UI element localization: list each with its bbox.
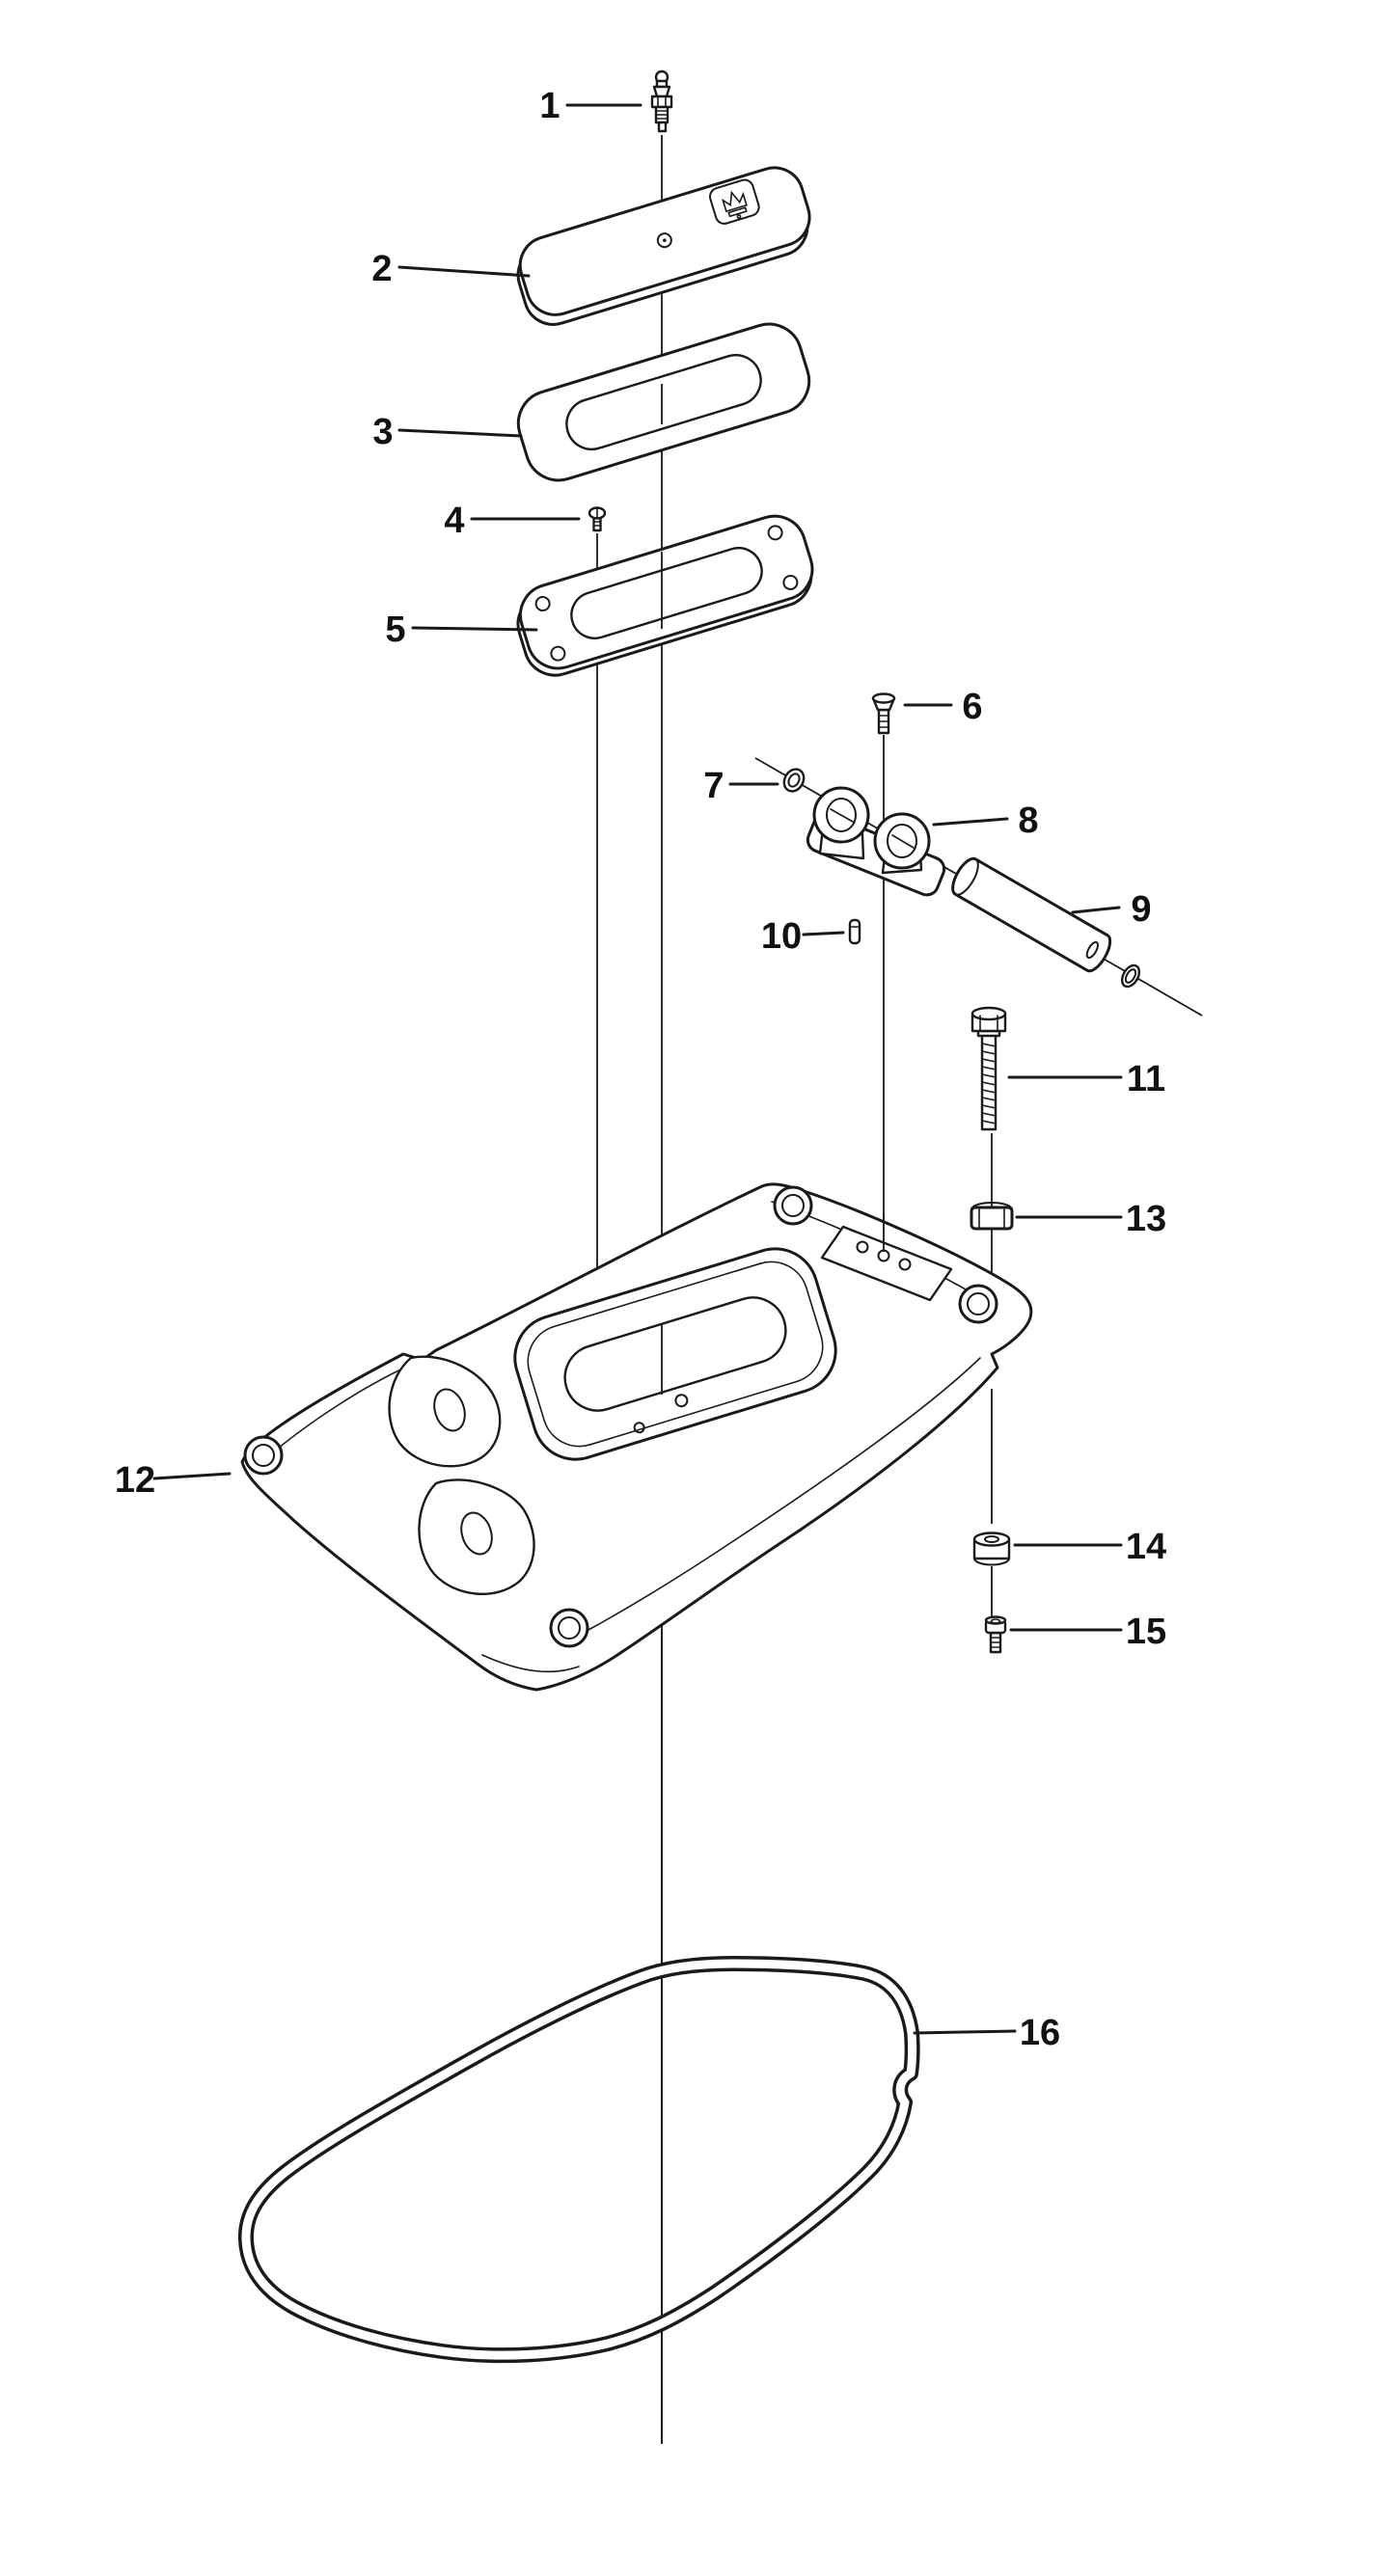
- part-13-nut: [970, 1202, 1014, 1231]
- part-8-bracket: [806, 786, 946, 897]
- part-labels: 1 2 3 4 5 6 7 8 9 10 11 12 13 14 15 16: [115, 86, 1166, 2053]
- part-1-valve: [650, 69, 673, 133]
- leader-5: [411, 626, 538, 632]
- part-label-3: 3: [372, 412, 393, 452]
- part-6-screw: [871, 692, 896, 735]
- part-label-9: 9: [1131, 889, 1151, 930]
- part-label-6: 6: [962, 687, 982, 727]
- part-15-screw: [984, 1615, 1007, 1654]
- part-label-15: 15: [1126, 1612, 1166, 1652]
- part-label-10: 10: [761, 916, 802, 957]
- part-14-bushing: [972, 1532, 1011, 1566]
- part-2-cover-plate: [516, 166, 811, 326]
- leader-3: [397, 428, 523, 438]
- housing-grommets: [243, 1185, 998, 1648]
- part-7-washer: [782, 768, 806, 793]
- part-12-housing: [240, 1182, 1033, 1692]
- part-3-gasket: [516, 322, 811, 482]
- part-label-2: 2: [371, 249, 392, 289]
- part-label-12: 12: [115, 1460, 155, 1501]
- part-label-11: 11: [1127, 1059, 1165, 1099]
- part-label-16: 16: [1020, 2013, 1060, 2053]
- husqvarna-crown-icon: [709, 178, 760, 225]
- leader-8: [932, 817, 1009, 827]
- leader-16: [913, 2029, 1017, 2035]
- leader-10: [802, 931, 845, 936]
- part-11-bolt: [970, 1006, 1007, 1131]
- part-label-4: 4: [444, 501, 464, 541]
- leader-lines: [152, 103, 1123, 2035]
- part-4-screw: [588, 506, 607, 532]
- leader-2: [397, 265, 531, 278]
- part-label-1: 1: [539, 86, 560, 126]
- part-label-13: 13: [1126, 1199, 1166, 1239]
- part-label-14: 14: [1126, 1527, 1166, 1567]
- part-label-8: 8: [1018, 800, 1038, 841]
- part-16-gasket: [237, 1956, 920, 2364]
- part-label-5: 5: [385, 610, 405, 650]
- part-label-7: 7: [703, 766, 724, 806]
- leader-12: [152, 1472, 232, 1480]
- part-5-slotted-plate: [516, 514, 814, 677]
- leader-9: [1071, 906, 1121, 914]
- part-9-roller: [951, 856, 1141, 989]
- part-10-pin: [848, 918, 861, 945]
